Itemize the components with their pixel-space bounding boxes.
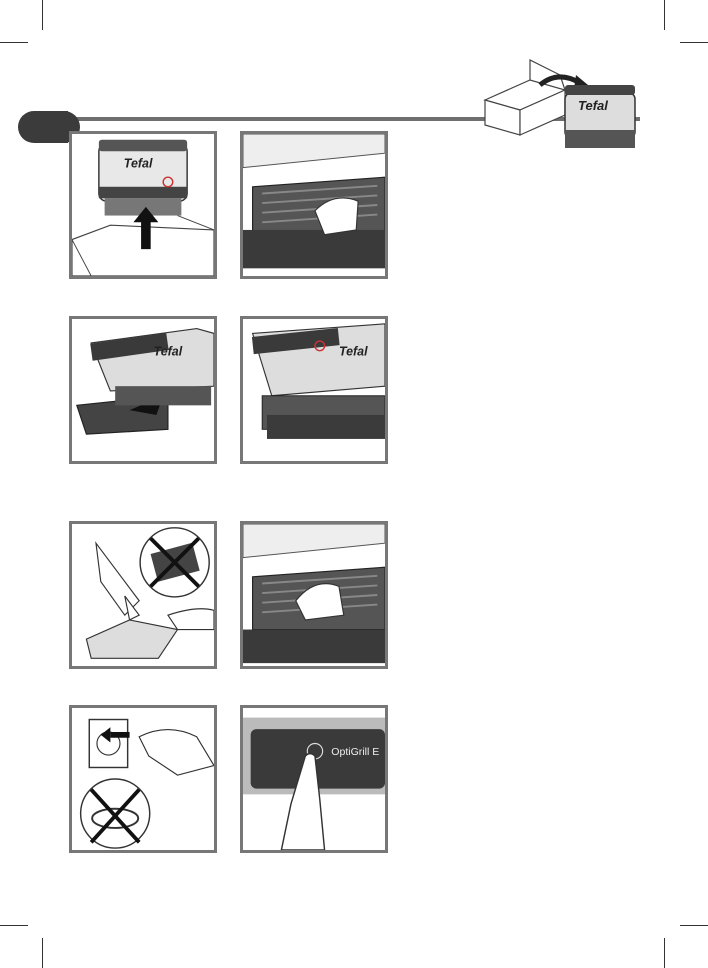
- step-panel-8: OptiGrill E: [240, 705, 388, 853]
- step-panel-2: [240, 131, 388, 279]
- drip-tray-inserted-illustration: Tefal: [243, 319, 385, 461]
- crop-mark: [0, 925, 28, 926]
- lift-grill-from-box-illustration: Tefal: [72, 134, 214, 276]
- wipe-plates-with-cloth-illustration: [243, 524, 385, 666]
- no-abrasive-sponge-illustration: [72, 524, 214, 666]
- crop-mark: [664, 938, 665, 968]
- grill-brand-logo: Tefal: [339, 344, 368, 358]
- crop-mark: [680, 925, 708, 926]
- unplug-no-coiled-cord-illustration: [72, 708, 214, 850]
- box-and-grill-illustration: Tefal: [470, 55, 640, 155]
- crop-mark: [0, 42, 28, 43]
- insert-drip-tray-illustration: Tefal: [72, 319, 214, 461]
- step-panel-7: [69, 705, 217, 853]
- crop-mark: [680, 42, 708, 43]
- grill-brand-logo: Tefal: [124, 157, 153, 171]
- control-panel-model-label: OptiGrill E: [331, 746, 379, 758]
- crop-mark: [42, 0, 43, 30]
- press-power-button-illustration: OptiGrill E: [243, 708, 385, 850]
- step-panel-6: [240, 521, 388, 669]
- step-panel-5: [69, 521, 217, 669]
- section-tab: [18, 111, 68, 143]
- crop-mark: [42, 938, 43, 968]
- step-panel-1: Tefal: [69, 131, 217, 279]
- grill-brand-logo: Tefal: [578, 98, 608, 113]
- crop-mark: [664, 0, 665, 30]
- step-panel-3: Tefal: [69, 316, 217, 464]
- grill-brand-logo: Tefal: [154, 344, 183, 358]
- step-panel-4: Tefal: [240, 316, 388, 464]
- wipe-grill-plates-illustration: [243, 134, 385, 276]
